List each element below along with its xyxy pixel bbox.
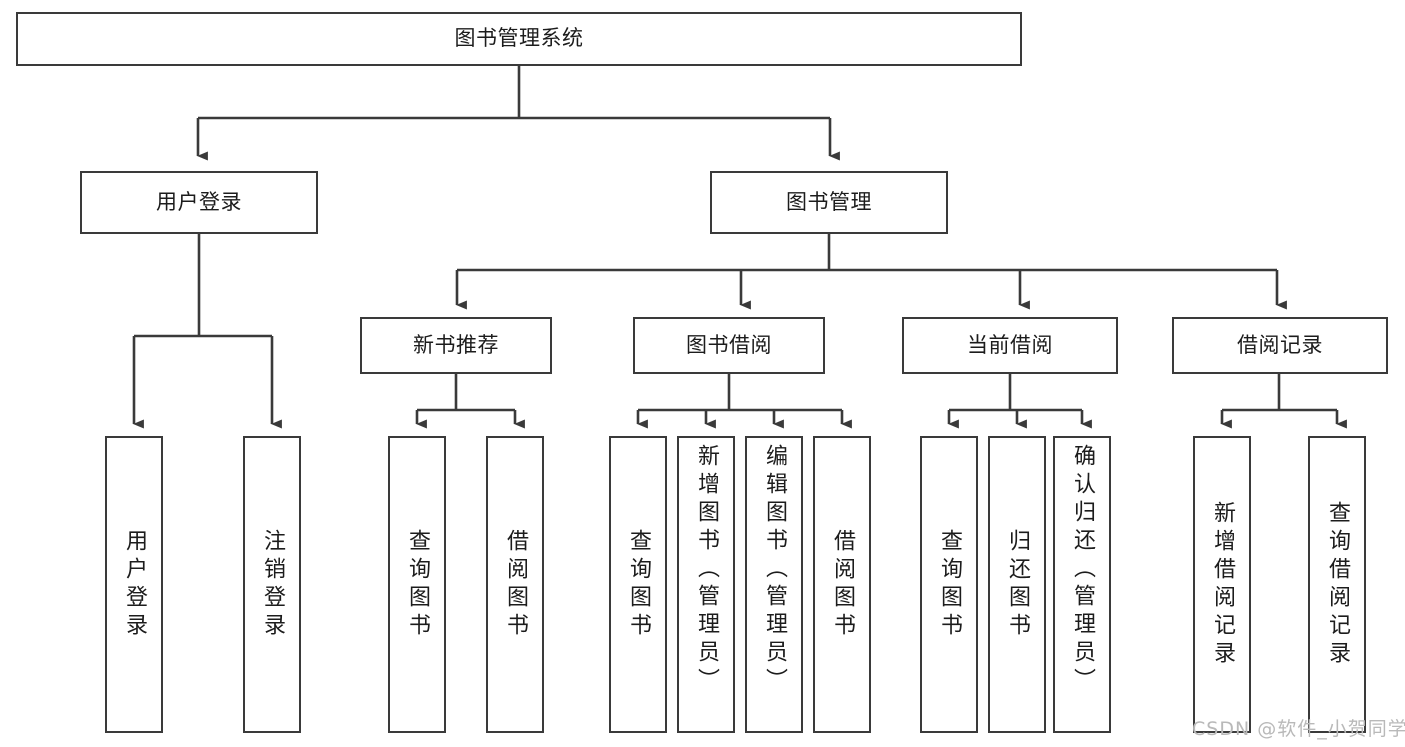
vertical-text-wrap: 注销登录 [245,438,299,731]
node-label: 图书管理 [786,189,872,214]
node-label: 图书管理系统 [454,26,584,51]
node-label: 查询借阅记录 [1325,500,1350,669]
leaf-query-book-newbook[interactable]: 查询图书 [388,436,446,733]
node-label: 借阅图书 [830,528,855,641]
vertical-text-wrap: 归还图书 [990,438,1044,731]
node-label: 借阅记录 [1237,332,1323,357]
leaf-logout[interactable]: 注销登录 [243,436,301,733]
node-label: 新书推荐 [413,332,499,357]
node-label: 借阅图书 [503,528,528,641]
node-label: 用户登录 [156,189,242,214]
node-book-management[interactable]: 图书管理 [710,171,948,234]
node-borrow-record[interactable]: 借阅记录 [1172,317,1388,374]
leaf-return-book[interactable]: 归还图书 [988,436,1046,733]
leaf-add-borrow-record[interactable]: 新增借阅记录 [1193,436,1251,733]
node-label: 注销登录 [260,528,285,641]
vertical-text-wrap: 查询图书 [390,438,444,731]
node-user-login[interactable]: 用户登录 [80,171,318,234]
node-label: 查询图书 [937,528,962,641]
vertical-text-wrap: 借阅图书 [488,438,542,731]
vertical-text-wrap: 新增借阅记录 [1195,438,1249,731]
vertical-text-wrap: 查询图书 [922,438,976,731]
vertical-text-wrap: 借阅图书 [815,438,869,731]
vertical-text-wrap: 用户登录 [107,438,161,731]
node-label: 用户登录 [122,528,147,641]
node-label: 确认归还（管理员） [1070,444,1095,696]
node-label: 新增借阅记录 [1210,500,1235,669]
leaf-user-login[interactable]: 用户登录 [105,436,163,733]
node-new-book-recommend[interactable]: 新书推荐 [360,317,552,374]
vertical-text-wrap: 编辑图书（管理员） [747,438,801,731]
node-label: 查询图书 [626,528,651,641]
leaf-query-borrow-record[interactable]: 查询借阅记录 [1308,436,1366,733]
vertical-text-wrap: 新增图书（管理员） [679,438,733,731]
node-label: 编辑图书（管理员） [762,444,787,696]
node-label: 当前借阅 [967,332,1053,357]
node-label: 图书借阅 [686,332,772,357]
vertical-text-wrap: 查询图书 [611,438,665,731]
leaf-query-book-current[interactable]: 查询图书 [920,436,978,733]
leaf-confirm-return-admin[interactable]: 确认归还（管理员） [1053,436,1111,733]
leaf-edit-book-admin[interactable]: 编辑图书（管理员） [745,436,803,733]
node-label: 查询图书 [405,528,430,641]
leaf-borrow-book-lend[interactable]: 借阅图书 [813,436,871,733]
leaf-query-book-borrow[interactable]: 查询图书 [609,436,667,733]
leaf-borrow-book-newbook[interactable]: 借阅图书 [486,436,544,733]
csdn-watermark: CSDN @软件_小贺同学 [1192,718,1405,740]
node-current-borrow[interactable]: 当前借阅 [902,317,1118,374]
vertical-text-wrap: 确认归还（管理员） [1055,438,1109,731]
node-book-borrow[interactable]: 图书借阅 [633,317,825,374]
node-label: 新增图书（管理员） [694,444,719,696]
vertical-text-wrap: 查询借阅记录 [1310,438,1364,731]
node-root-book-management-system[interactable]: 图书管理系统 [16,12,1022,66]
leaf-add-book-admin[interactable]: 新增图书（管理员） [677,436,735,733]
node-label: 归还图书 [1005,528,1030,641]
